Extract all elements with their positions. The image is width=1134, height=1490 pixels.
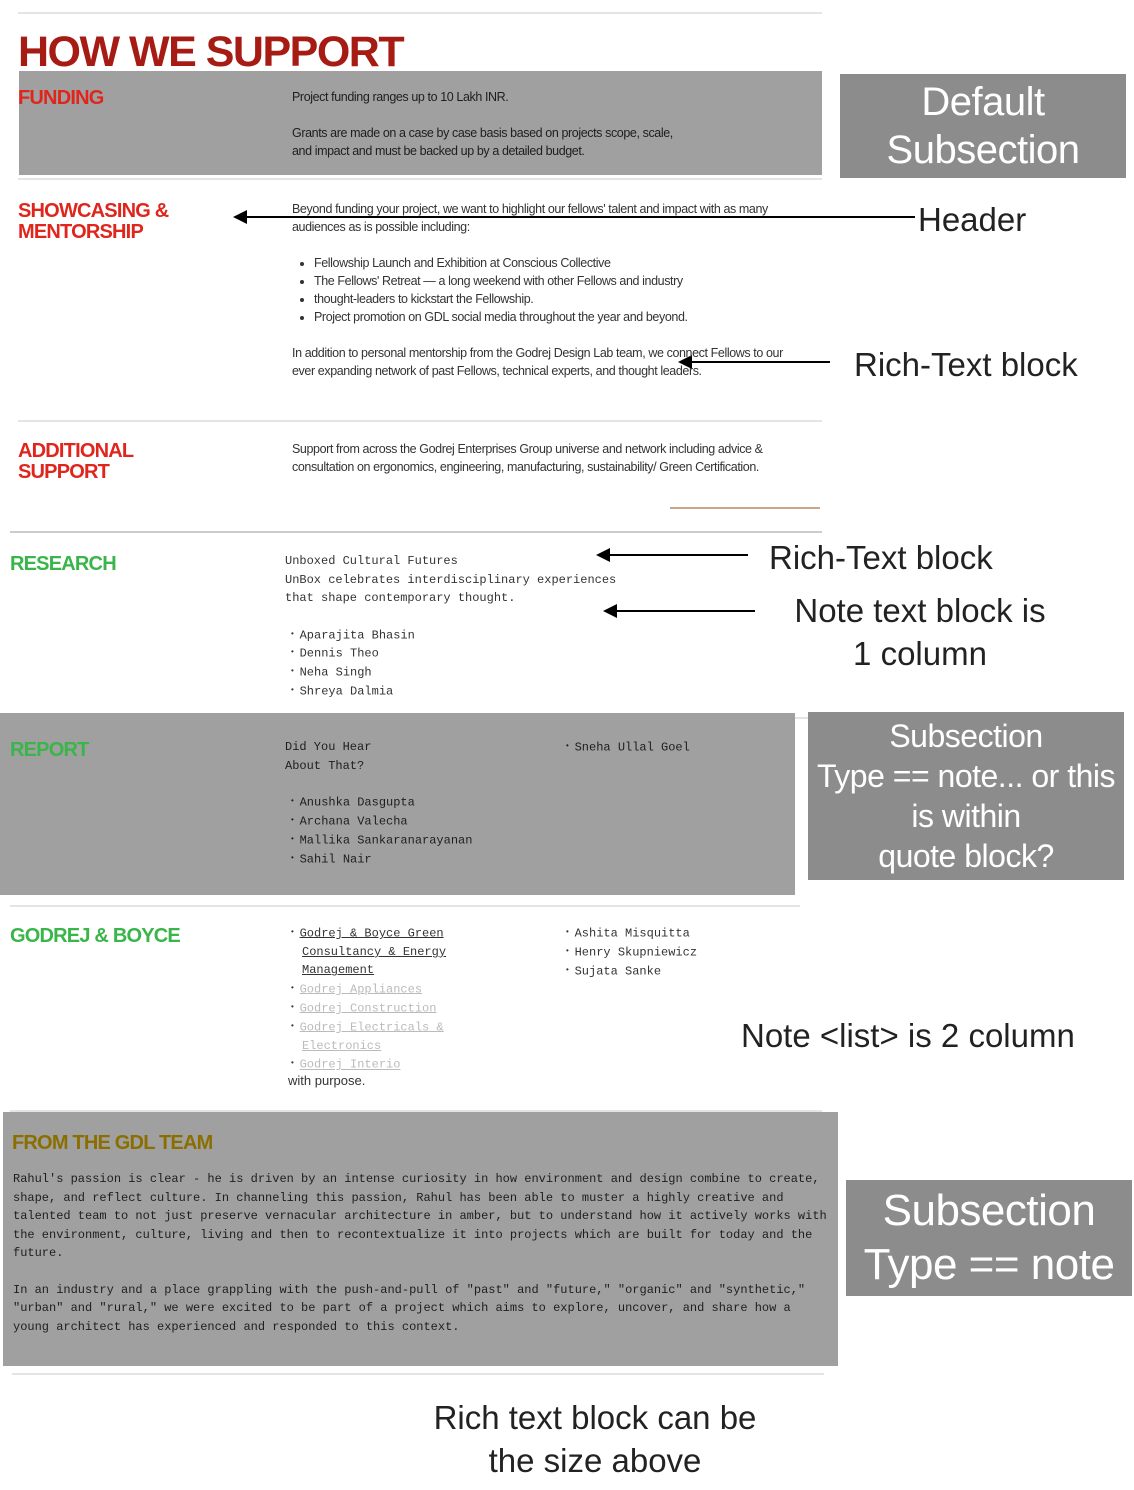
gdl-note-text: Rahul's passion is clear - he is driven … <box>13 1170 828 1336</box>
rich-text-arrow <box>678 355 830 369</box>
annotation-line: Subsection <box>889 718 1043 754</box>
annotation-line: 1 column <box>853 635 987 672</box>
divider <box>10 1110 822 1112</box>
note-line: UnBox celebrates interdisciplinary exper… <box>285 572 617 587</box>
funding-label: FUNDING <box>18 87 104 109</box>
showcasing-intro: Beyond funding your project, we want to … <box>292 202 768 234</box>
report-people-col2: Sneha Ullal Goel <box>565 738 690 757</box>
additional-label: ADDITIONAL SUPPORT <box>18 440 134 483</box>
note-paragraph: In an industry and a place grappling wit… <box>13 1282 806 1334</box>
divider <box>18 420 822 422</box>
showcasing-rich-text: Beyond funding your project, we want to … <box>292 200 802 380</box>
header-annotation: Header <box>918 201 1027 238</box>
funding-line: and impact and must be backed up by a de… <box>292 144 585 158</box>
default-subsection-annotation: Default Subsection <box>840 74 1126 178</box>
research-note-text: Unboxed Cultural Futures UnBox celebrate… <box>285 552 616 701</box>
note-line: About That? <box>285 758 365 773</box>
note-line: Did You Hear <box>285 740 372 754</box>
person-item: Sneha Ullal Goel <box>565 738 690 757</box>
person-item: Neha Singh <box>290 663 616 682</box>
annotation-line: Rich text block can be <box>433 1399 757 1436</box>
annotation-line: Type == note... or this is within <box>816 758 1116 834</box>
trailing-text: with purpose. <box>288 1074 365 1088</box>
company-link[interactable]: Godrej & Boyce Green Consultancy & Energ… <box>299 926 447 978</box>
note-subsection-annotation: Subsection Type == note... or this is wi… <box>808 712 1124 880</box>
annotation-line: Note text block is <box>794 592 1046 629</box>
additional-text: Support from across the Godrej Enterpris… <box>292 442 763 474</box>
showcasing-label: SHOWCASING & MENTORSHIP <box>18 200 169 243</box>
godrej-people-list: Ashita Misquitta Henry Skupniewicz Sujat… <box>565 924 697 981</box>
divider <box>18 12 822 14</box>
note-overlay <box>3 1112 838 1366</box>
note-annotation: Subsection Type == note <box>846 1180 1132 1296</box>
note-paragraph: Rahul's passion is clear - he is driven … <box>13 1172 827 1260</box>
list-item: The Fellows' Retreat — a long weekend wi… <box>314 272 802 290</box>
company-link[interactable]: Godrej Appliances <box>299 982 423 997</box>
rich-text-arrow-2 <box>596 548 748 562</box>
showcasing-outro: In addition to personal mentorship from … <box>292 346 783 378</box>
list-item: thought-leaders to kickstart the Fellows… <box>314 290 802 308</box>
rich-size-annotation: Rich text block can be the size above <box>395 1396 795 1482</box>
report-note-text: Did You Hear About That? Anushka Dasgupt… <box>285 738 472 869</box>
note-column-arrow <box>603 604 755 618</box>
annotation-line: Type == note <box>863 1240 1115 1289</box>
page-title: HOW WE SUPPORT <box>18 28 405 76</box>
person-item: Dennis Theo <box>290 644 616 663</box>
divider <box>12 1373 824 1375</box>
list-item: Fellowship Launch and Exhibition at Cons… <box>314 254 802 272</box>
header-arrow <box>233 210 915 224</box>
annotation-line: Subsection <box>882 1186 1096 1235</box>
person-item: Archana Valecha <box>290 812 472 831</box>
rich-text-annotation-2: Rich-Text block <box>769 539 993 576</box>
divider <box>18 178 822 180</box>
note-line: Unboxed Cultural Futures <box>285 554 458 568</box>
note-list-annotation: Note <list> is 2 column <box>741 1017 1075 1054</box>
person-item: Sahil Nair <box>290 850 472 869</box>
trailing-text-content: with purpose. <box>288 1074 366 1088</box>
divider-accent <box>670 507 820 509</box>
annotation-line: quote block? <box>878 838 1054 874</box>
research-label: RESEARCH <box>10 553 117 575</box>
person-item: Shreya Dalmia <box>290 682 616 701</box>
rich-text-annotation: Rich-Text block <box>854 346 1078 383</box>
note-line: that shape contemporary thought. <box>285 591 516 605</box>
company-link[interactable]: Godrej Interio <box>299 1057 401 1072</box>
person-item: Mallika Sankaranarayanan <box>290 831 473 850</box>
company-link[interactable]: Godrej Electricals & Electronics <box>299 1020 444 1053</box>
default-subsection-overlay <box>19 71 822 175</box>
company-link[interactable]: Godrej Construction <box>299 1001 437 1016</box>
godrej-label: GODREJ & BOYCE <box>10 925 181 947</box>
list-item: Project promotion on GDL social media th… <box>314 308 802 326</box>
funding-line: Grants are made on a case by case basis … <box>292 126 673 140</box>
person-item: Aparajita Bhasin <box>290 626 616 645</box>
divider <box>10 905 800 907</box>
person-item: Ashita Misquitta <box>565 924 697 943</box>
report-label: REPORT <box>10 739 89 761</box>
funding-line: Project funding ranges up to 10 Lakh INR… <box>292 90 509 104</box>
note-column-annotation: Note text block is 1 column <box>770 589 1070 675</box>
person-item: Henry Skupniewicz <box>565 943 697 962</box>
person-item: Anushka Dasgupta <box>290 793 472 812</box>
annotation-line: the size above <box>488 1442 702 1479</box>
divider <box>10 531 822 533</box>
person-item: Sujata Sanke <box>565 962 697 981</box>
funding-text: Project funding ranges up to 10 Lakh INR… <box>292 88 812 160</box>
gdl-label: FROM THE GDL TEAM <box>12 1132 213 1154</box>
godrej-links-list: Godrej & Boyce Green Consultancy & Energ… <box>290 924 490 1074</box>
